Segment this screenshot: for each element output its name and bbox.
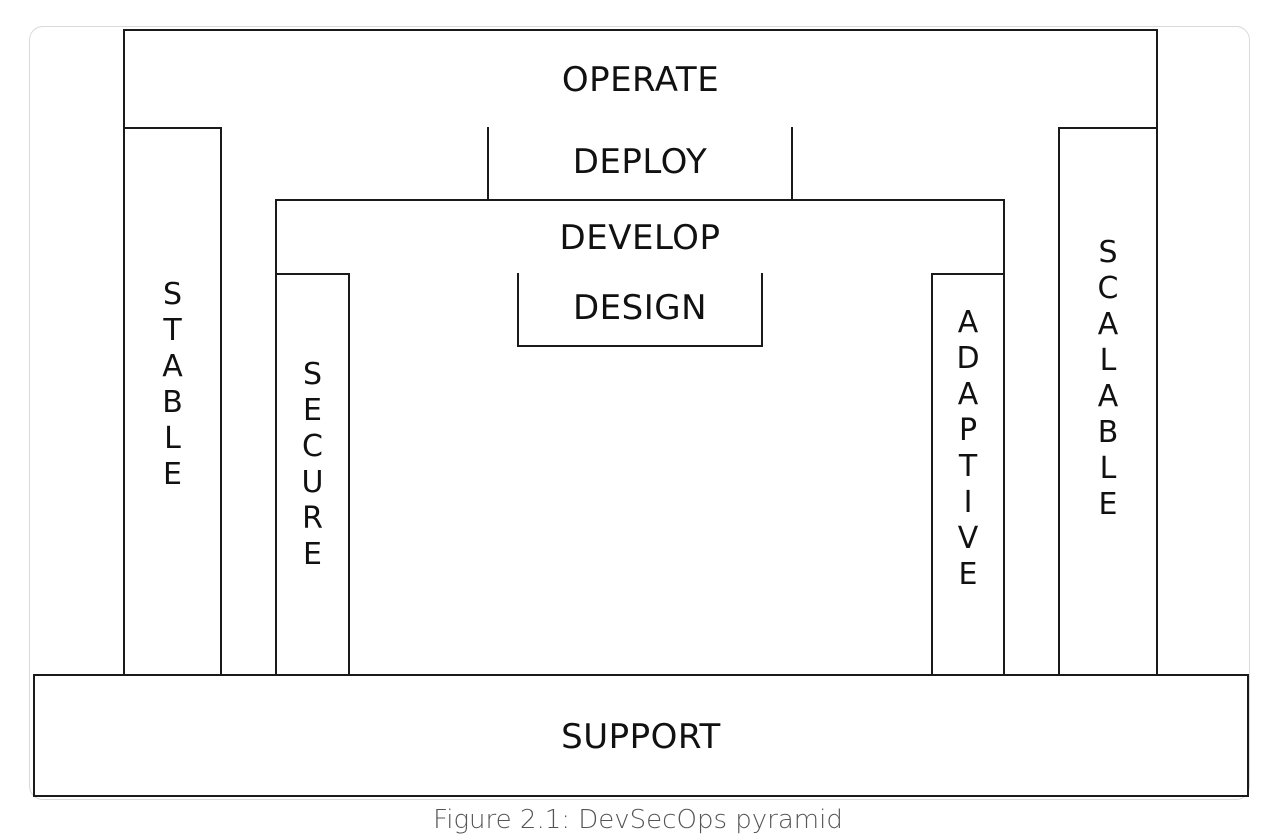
scalable-label: S C A L A B L E — [1097, 235, 1119, 522]
secure-column: S E C U R E — [275, 273, 350, 676]
develop-box: DEVELOP — [275, 199, 1005, 275]
develop-label: DEVELOP — [559, 218, 721, 258]
support-label: SUPPORT — [561, 717, 721, 757]
deploy-label: DEPLOY — [572, 142, 708, 182]
scalable-column: S C A L A B L E — [1058, 127, 1158, 676]
design-label: DESIGN — [572, 288, 708, 328]
support-box: SUPPORT — [33, 674, 1249, 797]
adaptive-column: A D A P T I V E — [931, 273, 1005, 676]
stable-label: S T A B L E — [162, 277, 183, 492]
adaptive-label: A D A P T I V E — [956, 305, 980, 592]
operate-box: OPERATE — [123, 29, 1158, 129]
operate-label: OPERATE — [561, 60, 720, 100]
deploy-box: DEPLOY — [487, 127, 793, 202]
stable-column: S T A B L E — [123, 127, 222, 676]
secure-label: S E C U R E — [301, 357, 324, 572]
figure-caption: Figure 2.1: DevSecOps pyramid — [433, 805, 843, 835]
design-box: DESIGN — [517, 273, 763, 347]
